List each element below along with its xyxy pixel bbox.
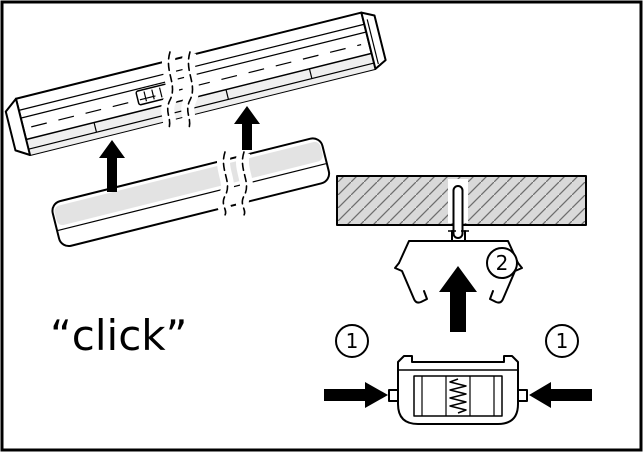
mounting-pin-icon: [452, 185, 464, 239]
module-gear-tray: [413, 375, 503, 417]
latch-spring: [449, 378, 467, 414]
right-hook: [489, 262, 523, 304]
break-line: [186, 51, 194, 129]
light-module-isometric: [51, 137, 331, 248]
step-1-circle: [545, 324, 579, 358]
step-2-badge: 2: [486, 247, 518, 279]
up-arrow-icon: [234, 106, 260, 150]
left-arrow-icon: [529, 382, 592, 408]
step-1-badge-left: 1: [335, 324, 369, 358]
step-1-circle: [335, 324, 369, 358]
step-1-number: 1: [556, 329, 569, 353]
left-hook: [394, 262, 428, 304]
up-arrow-icon: [99, 140, 125, 192]
up-arrow-icon: [439, 266, 477, 332]
break-line: [166, 51, 174, 129]
step-2-number: 2: [496, 251, 509, 275]
isometric-assembly-view: [4, 11, 387, 248]
step-2-circle: [486, 247, 518, 279]
module-face: [54, 141, 323, 226]
break-line: [222, 151, 229, 216]
module-cross-section: [388, 355, 528, 425]
break-lines: [161, 50, 254, 219]
step-1-badge-right: 1: [545, 324, 579, 358]
right-latch-tab: [517, 389, 528, 402]
right-arrow-icon: [324, 382, 388, 408]
left-latch-tab: [388, 389, 399, 402]
click-label: “click”: [50, 311, 187, 360]
rail-right-end: [360, 11, 387, 70]
break-line: [241, 151, 248, 216]
ceiling-mount-section-view: 2 1: [324, 175, 592, 425]
rail-channel: [26, 53, 376, 155]
step-1-number: 1: [346, 329, 359, 353]
module-shell: [397, 355, 519, 425]
rail-left-end: [4, 97, 31, 156]
